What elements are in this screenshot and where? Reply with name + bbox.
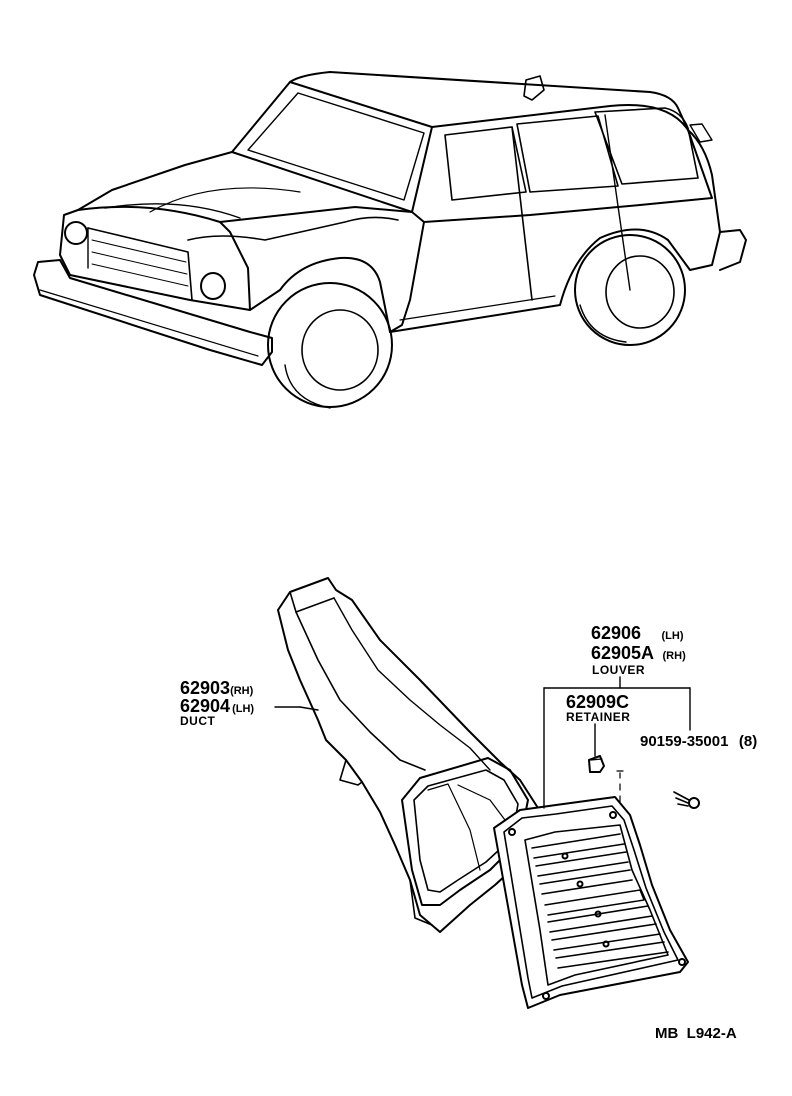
louver-illustration [493,796,689,1009]
duct-lh-side: (LH) [232,703,255,715]
louver-name: LOUVER [592,663,646,677]
duct-lh-part-number: 62904 [180,696,231,716]
louver-rh-part-number: 62905A [591,643,655,663]
louver-rh-callout: 62905A (RH) [591,644,686,663]
retainer-name: RETAINER [566,710,631,724]
duct-illustration [277,577,539,933]
vehicle-illustration [33,71,747,409]
duct-rh-callout: 62903(RH) [180,679,253,698]
louver-lh-callout: 62906 (LH) [591,624,684,643]
duct-rh-side: (RH) [230,685,254,697]
duct-name: DUCT [180,714,216,728]
screw-part-number: 90159-35001 [640,733,729,750]
retainer-part-number: 62909C [566,692,630,712]
screw-illustration [673,791,700,809]
louver-lh-part-number: 62906 [591,623,642,643]
screw-quantity: (8) [738,733,758,750]
louver-rh-side: (RH) [662,650,686,662]
louver-lh-side: (LH) [661,630,684,642]
retainer-clip-illustration [588,755,605,773]
duct-rh-part-number: 62903 [180,678,231,698]
screw-callout: 90159-35001 (8) [640,734,757,750]
duct-lh-callout: 62904(LH) [180,697,254,716]
figure-code: MB L942-A [655,1025,737,1042]
leader-lines [274,676,691,809]
